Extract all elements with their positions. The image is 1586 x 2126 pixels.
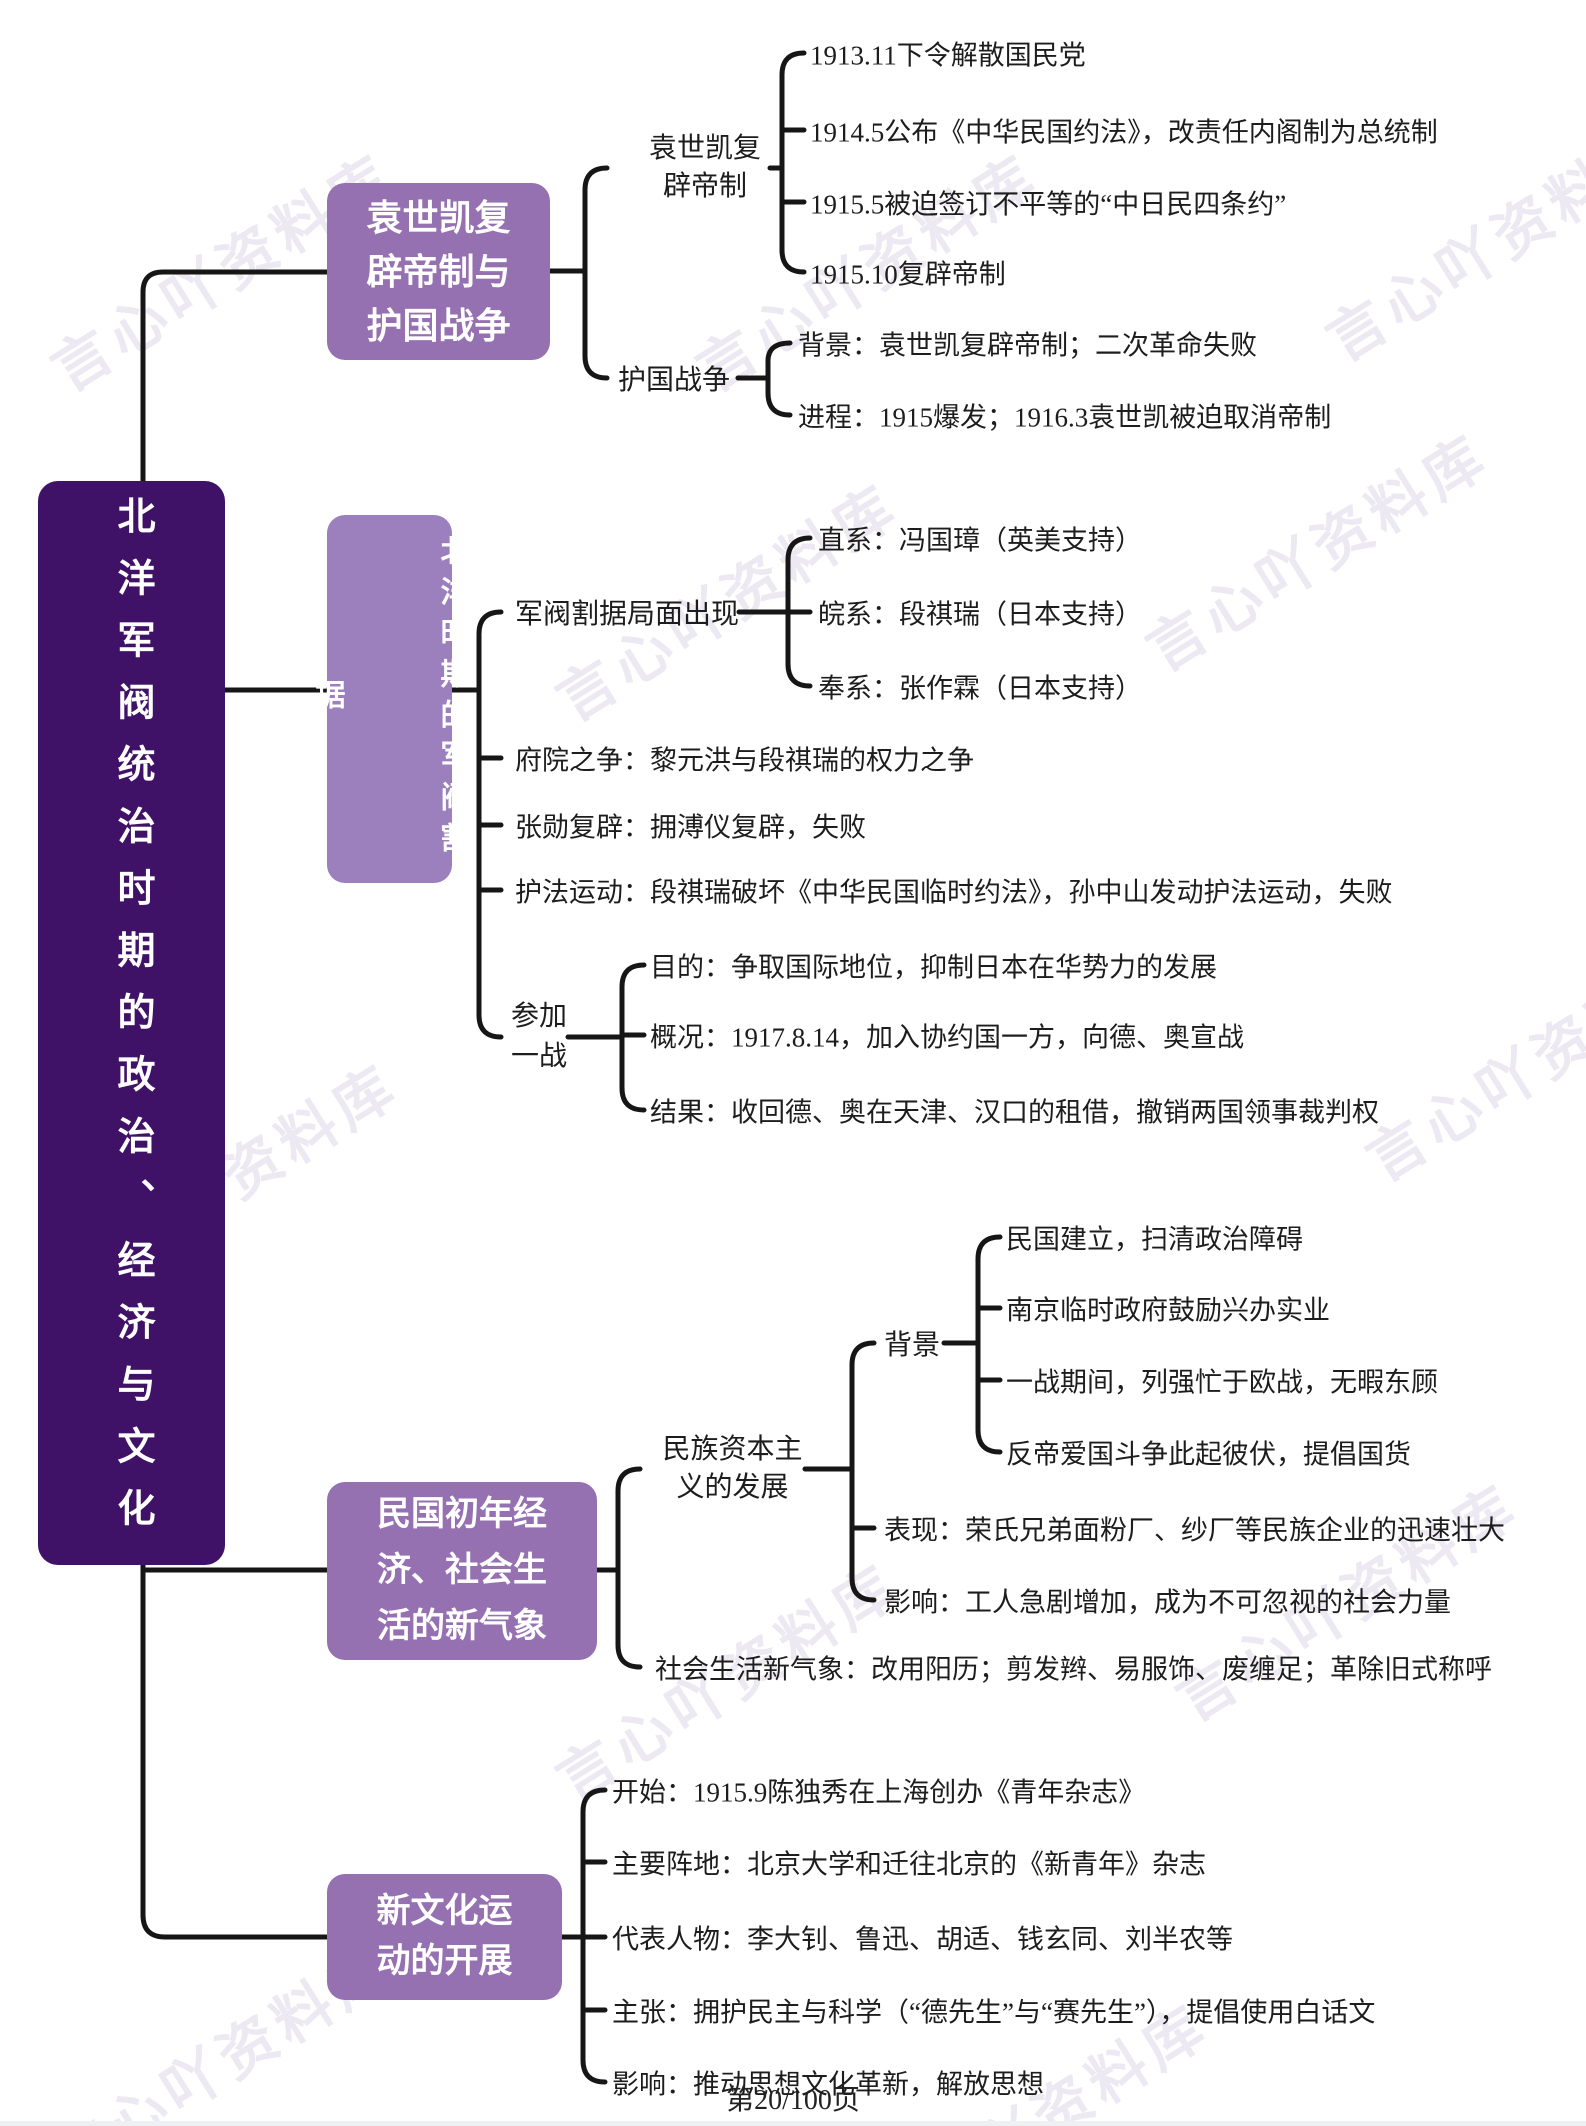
page-number: 第20/100页 bbox=[726, 2085, 860, 2116]
topic-label: 参加 一战 bbox=[510, 1001, 567, 1072]
leaf-node: 1915.5被迫签订不平等的“中日民四条约” bbox=[810, 189, 1287, 220]
leaf-node: 背景：袁世凯复辟帝制；二次革命失败 bbox=[798, 330, 1257, 361]
root-node: 北洋军阀统治时期的政治、经济与文化 bbox=[38, 481, 225, 1565]
branch-box-minguo-economy: 民国初年经 济、社会生 活的新气象 bbox=[327, 1482, 597, 1660]
leaf-node: 直系：冯国璋（英美支持） bbox=[818, 525, 1142, 556]
leaf-node: 表现：荣氏兄弟面粉厂、纱厂等民族企业的迅速壮大 bbox=[884, 1515, 1505, 1546]
leaf-node: 1913.11下令解散国民党 bbox=[810, 40, 1086, 71]
leaf-node: 一战期间，列强忙于欧战，无暇东顾 bbox=[1006, 1367, 1438, 1398]
leaf-node: 影响：工人急剧增加，成为不可忽视的社会力量 bbox=[884, 1587, 1451, 1618]
leaf-node: 概况：1917.8.14，加入协约国一方，向德、奥宣战 bbox=[650, 1022, 1244, 1053]
leaf-node: 影响：推动思想文化革新，解放思想 bbox=[612, 2069, 1044, 2100]
leaf-node: 进程：1915爆发；1916.3袁世凯被迫取消帝制 bbox=[798, 402, 1332, 433]
leaf-node: 奉系：张作霖（日本支持） bbox=[818, 673, 1142, 704]
topic-label: 背景 bbox=[884, 1330, 941, 1361]
leaf-node: 目的：争取国际地位，抑制日本在华势力的发展 bbox=[650, 952, 1217, 983]
leaf-node: 护法运动：段祺瑞破坏《中华民国临时约法》，孙中山发动护法运动，失败 bbox=[515, 877, 1393, 908]
topic-label: 护国战争 bbox=[618, 365, 731, 396]
branch-box-xinwenhua: 新文化运 动的开展 bbox=[327, 1874, 562, 2000]
leaf-node: 1915.10复辟帝制 bbox=[810, 259, 1006, 290]
topic-label: 袁世凯复 辟帝制 bbox=[648, 133, 761, 202]
leaf-node: 结果：收回德、奥在天津、汉口的租借，撤销两国领事裁判权 bbox=[650, 1097, 1379, 1128]
leaf-node: 开始：1915.9陈独秀在上海创办《青年杂志》 bbox=[612, 1777, 1146, 1808]
branch-box-yuanshikai: 袁世凯复 辟帝制与 护国战争 bbox=[327, 183, 550, 360]
leaf-node: 主张：拥护民主与科学（“德先生”与“赛先生”），提倡使用白话文 bbox=[612, 1997, 1376, 2028]
leaf-node: 南京临时政府鼓励兴办实业 bbox=[1006, 1295, 1330, 1326]
leaf-node: 代表人物：李大钊、鲁迅、胡适、钱玄同、刘半农等 bbox=[612, 1924, 1233, 1955]
branch-box-junfa: 北洋时期的军阀割据 bbox=[311, 515, 469, 883]
leaf-node: 主要阵地：北京大学和迁往北京的《新青年》杂志 bbox=[612, 1849, 1206, 1880]
leaf-node: 民国建立，扫清政治障碍 bbox=[1006, 1224, 1303, 1255]
page-bottom-edge bbox=[0, 2121, 1586, 2126]
leaf-node: 皖系：段祺瑞（日本支持） bbox=[818, 599, 1142, 630]
topic-label: 民族资本主 义的发展 bbox=[662, 1434, 803, 1503]
leaf-node: 张勋复辟：拥溥仪复辟，失败 bbox=[515, 812, 866, 843]
leaf-node: 府院之争：黎元洪与段祺瑞的权力之争 bbox=[515, 745, 974, 776]
leaf-node: 1914.5公布《中华民国约法》，改责任内阁制为总统制 bbox=[810, 117, 1438, 148]
topic-label: 军阀割据局面出现 bbox=[515, 599, 740, 630]
leaf-node: 反帝爱国斗争此起彼伏，提倡国货 bbox=[1006, 1439, 1411, 1470]
leaf-node: 社会生活新气象：改用阳历；剪发辫、易服饰、废缠足；革除旧式称呼 bbox=[655, 1654, 1492, 1685]
